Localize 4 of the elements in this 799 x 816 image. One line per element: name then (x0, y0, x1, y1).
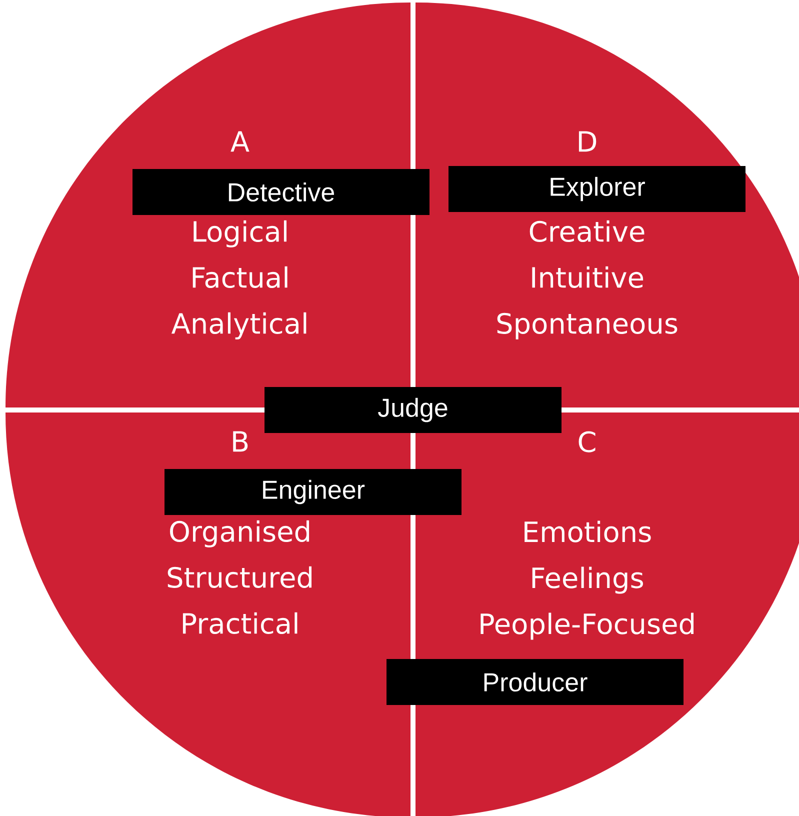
label-box: Detective (132, 169, 430, 215)
label-box: Judge (264, 387, 562, 433)
label-box: Producer (386, 659, 684, 705)
label-box: Engineer (164, 469, 462, 515)
